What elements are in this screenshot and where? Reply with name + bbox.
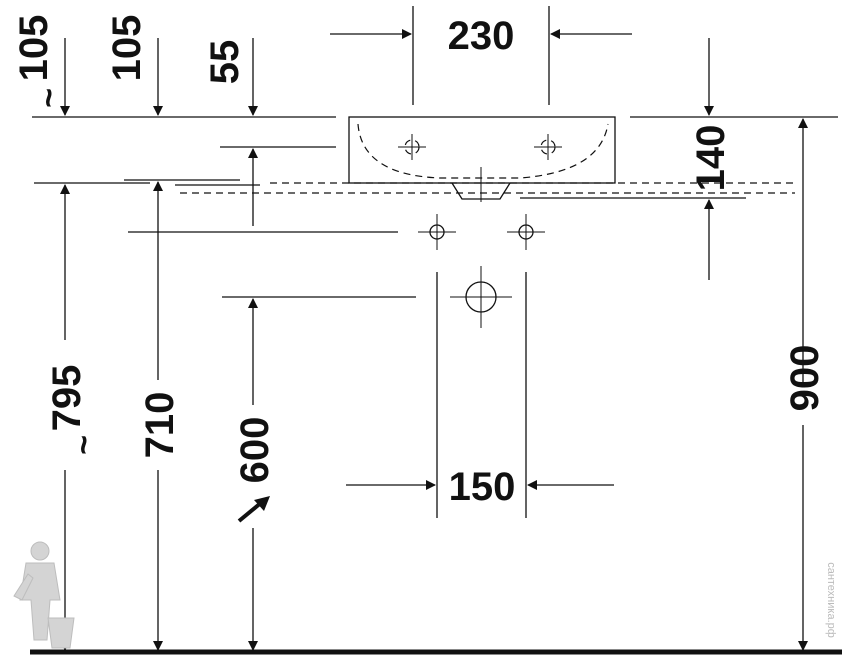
tilde-795: ~ bbox=[65, 435, 103, 455]
tap-hole-left bbox=[398, 134, 426, 160]
dimension-600-label: 600 bbox=[233, 417, 277, 484]
dimension-150-label: 150 bbox=[449, 465, 516, 509]
drain-outlet bbox=[450, 266, 512, 328]
diagonal-arrow-icon bbox=[237, 496, 270, 523]
tilde-105a: ~ bbox=[30, 88, 68, 108]
dimension-900-label: 900 bbox=[783, 345, 827, 412]
dimension-795-label: 795 bbox=[45, 365, 89, 432]
tap-hole-right bbox=[534, 134, 562, 160]
plumber-logo-icon bbox=[13, 541, 75, 649]
dimension-105a-label: 105 bbox=[12, 15, 56, 82]
supply-right bbox=[507, 214, 545, 250]
dimension-55-label: 55 bbox=[203, 40, 247, 85]
watermark-text: сантехника.рф bbox=[825, 562, 837, 638]
basin bbox=[348, 116, 616, 202]
dimension-140-label: 140 bbox=[689, 125, 733, 192]
dimension-230-label: 230 bbox=[448, 14, 515, 58]
supply-left bbox=[418, 214, 456, 250]
dimension-710-label: 710 bbox=[138, 392, 182, 459]
dimension-105b-label: 105 bbox=[105, 15, 149, 82]
